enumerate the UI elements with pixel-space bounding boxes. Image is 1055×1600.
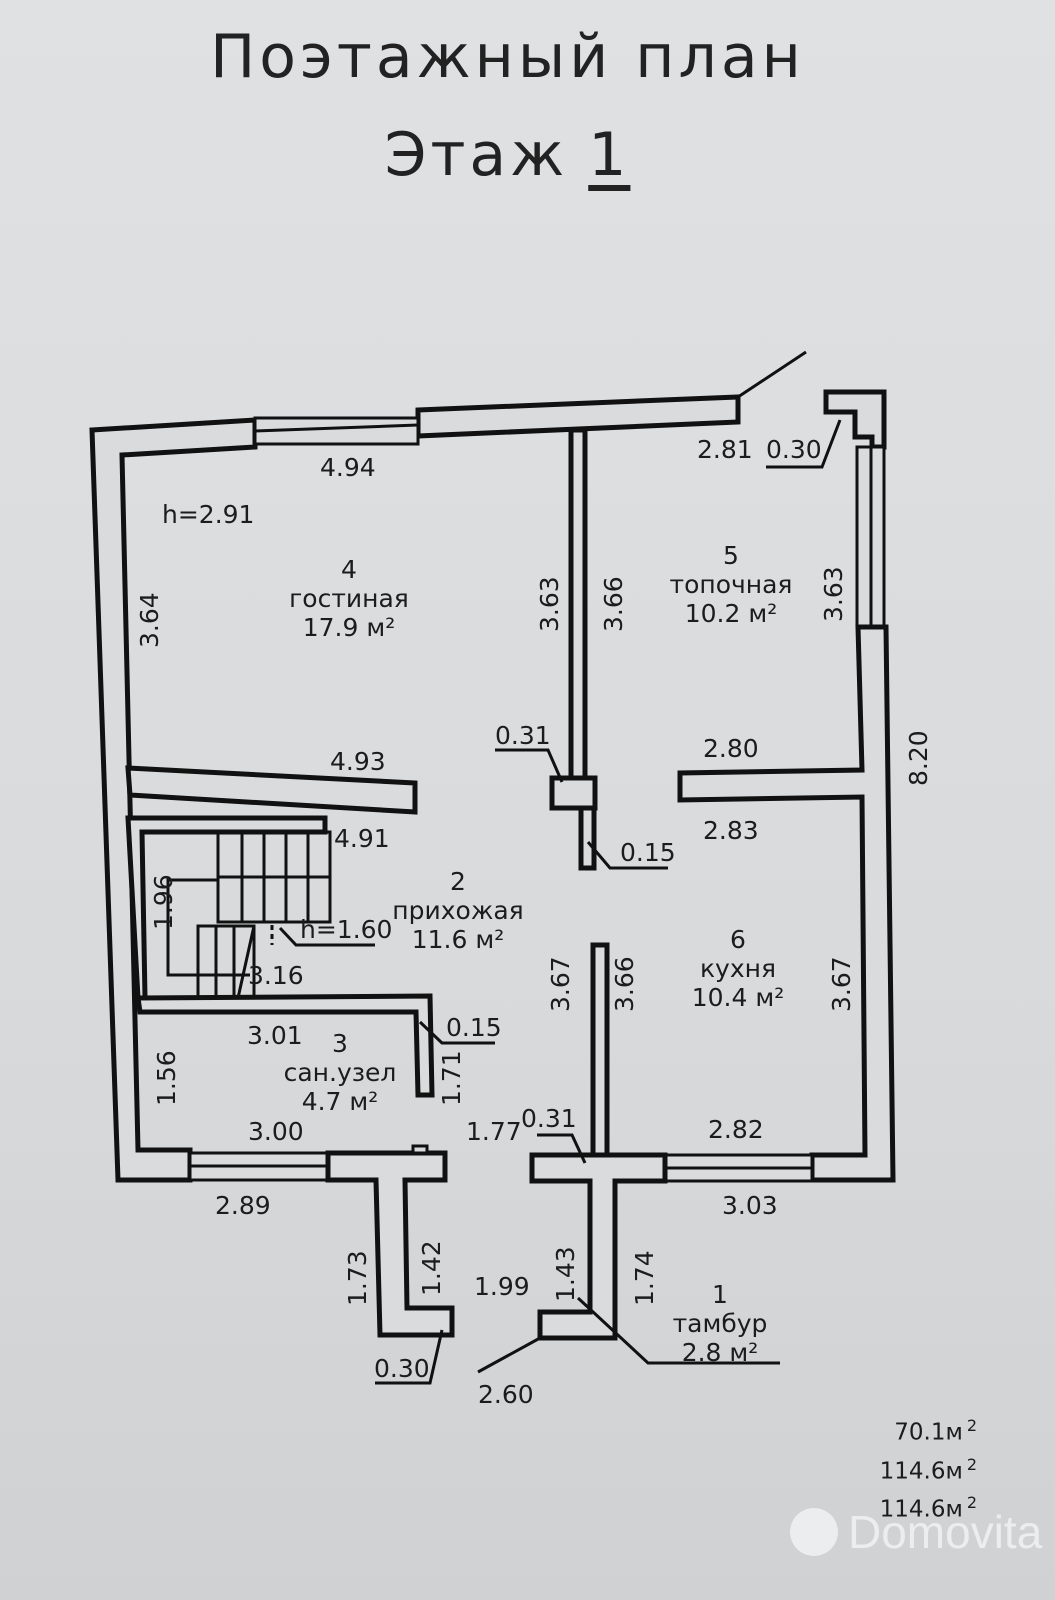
- room-5-label: 5 топочная 10.2 м²: [670, 541, 793, 628]
- svg-text:2: 2: [450, 867, 466, 896]
- ceiling-height: h=2.91: [162, 500, 254, 529]
- svg-text:3.03: 3.03: [722, 1191, 778, 1220]
- floor-number: 1: [588, 120, 631, 190]
- svg-text:3.66: 3.66: [610, 956, 639, 1012]
- room-2-label: 2 прихожая 11.6 м²: [392, 867, 523, 954]
- svg-text:кухня: кухня: [700, 954, 776, 983]
- svg-text:тамбур: тамбур: [673, 1309, 768, 1338]
- svg-text:3.01: 3.01: [247, 1021, 303, 1050]
- svg-text:гостиная: гостиная: [289, 584, 409, 613]
- svg-text:1.77: 1.77: [466, 1117, 522, 1146]
- svg-text:2.8 м²: 2.8 м²: [682, 1338, 759, 1367]
- svg-text:3.63: 3.63: [819, 566, 848, 622]
- svg-text:1.42: 1.42: [417, 1240, 446, 1296]
- watermark-logo-icon: [790, 1508, 838, 1556]
- svg-text:сан.узел: сан.узел: [284, 1058, 397, 1087]
- svg-text:3: 3: [332, 1029, 348, 1058]
- svg-text:1.96: 1.96: [149, 874, 178, 930]
- svg-text:2.89: 2.89: [215, 1191, 271, 1220]
- svg-text:1.43: 1.43: [551, 1246, 580, 1302]
- watermark: Domovita: [790, 1505, 1042, 1559]
- floor-heading: Этаж 1: [0, 120, 1035, 190]
- svg-text:1.74: 1.74: [630, 1250, 659, 1306]
- svg-text:10.4 м²: 10.4 м²: [692, 983, 785, 1012]
- leader-lines: [278, 419, 842, 1385]
- svg-text:2.83: 2.83: [703, 816, 759, 845]
- svg-text:11.6 м²: 11.6 м²: [412, 925, 505, 954]
- svg-text:3.66: 3.66: [599, 576, 628, 632]
- svg-text:1: 1: [712, 1280, 728, 1309]
- svg-text:3.16: 3.16: [248, 961, 304, 990]
- svg-text:3.64: 3.64: [135, 592, 164, 648]
- floor-label: Этаж: [384, 120, 569, 190]
- svg-text:2.80: 2.80: [703, 734, 759, 763]
- svg-text:1.99: 1.99: [474, 1272, 530, 1301]
- stair-height: h=1.60: [300, 915, 392, 944]
- svg-text:3.67: 3.67: [827, 956, 856, 1012]
- svg-text:0.30: 0.30: [374, 1354, 430, 1383]
- svg-text:3.00: 3.00: [248, 1117, 304, 1146]
- room-6-label: 6 кухня 10.4 м²: [692, 925, 785, 1012]
- svg-text:0.30: 0.30: [766, 435, 822, 464]
- svg-text:4: 4: [341, 555, 357, 584]
- svg-text:6: 6: [730, 925, 746, 954]
- interior-walls: [125, 427, 668, 1374]
- svg-text:4.94: 4.94: [320, 453, 376, 482]
- outer-walls: [89, 350, 896, 1183]
- door-swing-boiler: [737, 350, 807, 399]
- svg-text:2.82: 2.82: [708, 1115, 764, 1144]
- svg-text:0.15: 0.15: [620, 838, 676, 867]
- svg-text:1.56: 1.56: [152, 1050, 181, 1106]
- svg-text:4.91: 4.91: [334, 824, 390, 853]
- room-1-label: 1 тамбур 2.8 м²: [673, 1280, 768, 1367]
- svg-text:4.93: 4.93: [330, 747, 386, 776]
- svg-text:4.7 м²: 4.7 м²: [302, 1087, 379, 1116]
- staircase: [166, 830, 332, 1000]
- svg-text:0.31: 0.31: [521, 1104, 577, 1133]
- svg-text:1.73: 1.73: [343, 1250, 372, 1306]
- room-labels: 4 гостиная 17.9 м² 5 топочная 10.2 м² 2 …: [284, 541, 793, 1367]
- svg-text:3.63: 3.63: [535, 576, 564, 632]
- page-title: Поэтажный план: [210, 22, 805, 92]
- svg-text:3.67: 3.67: [546, 956, 575, 1012]
- svg-text:0.31: 0.31: [495, 721, 551, 750]
- svg-text:прихожая: прихожая: [392, 896, 523, 925]
- svg-text:10.2 м²: 10.2 м²: [685, 599, 778, 628]
- door-swing-entrance: [477, 1336, 541, 1374]
- dimension-labels: 4.94 h=2.91 3.64 3.63 3.66 4.93 2.81 0.3…: [135, 435, 933, 1409]
- room-4-label: 4 гостиная 17.9 м²: [289, 555, 409, 642]
- svg-text:8.20: 8.20: [904, 730, 933, 786]
- svg-text:17.9 м²: 17.9 м²: [303, 613, 396, 642]
- svg-text:2.81: 2.81: [697, 435, 753, 464]
- svg-text:2.60: 2.60: [478, 1380, 534, 1409]
- svg-text:топочная: топочная: [670, 570, 793, 599]
- svg-text:5: 5: [723, 541, 739, 570]
- column: [549, 775, 598, 811]
- room-3-label: 3 сан.узел 4.7 м²: [284, 1029, 397, 1116]
- svg-text:1.71: 1.71: [437, 1050, 466, 1106]
- svg-text:0.15: 0.15: [446, 1013, 502, 1042]
